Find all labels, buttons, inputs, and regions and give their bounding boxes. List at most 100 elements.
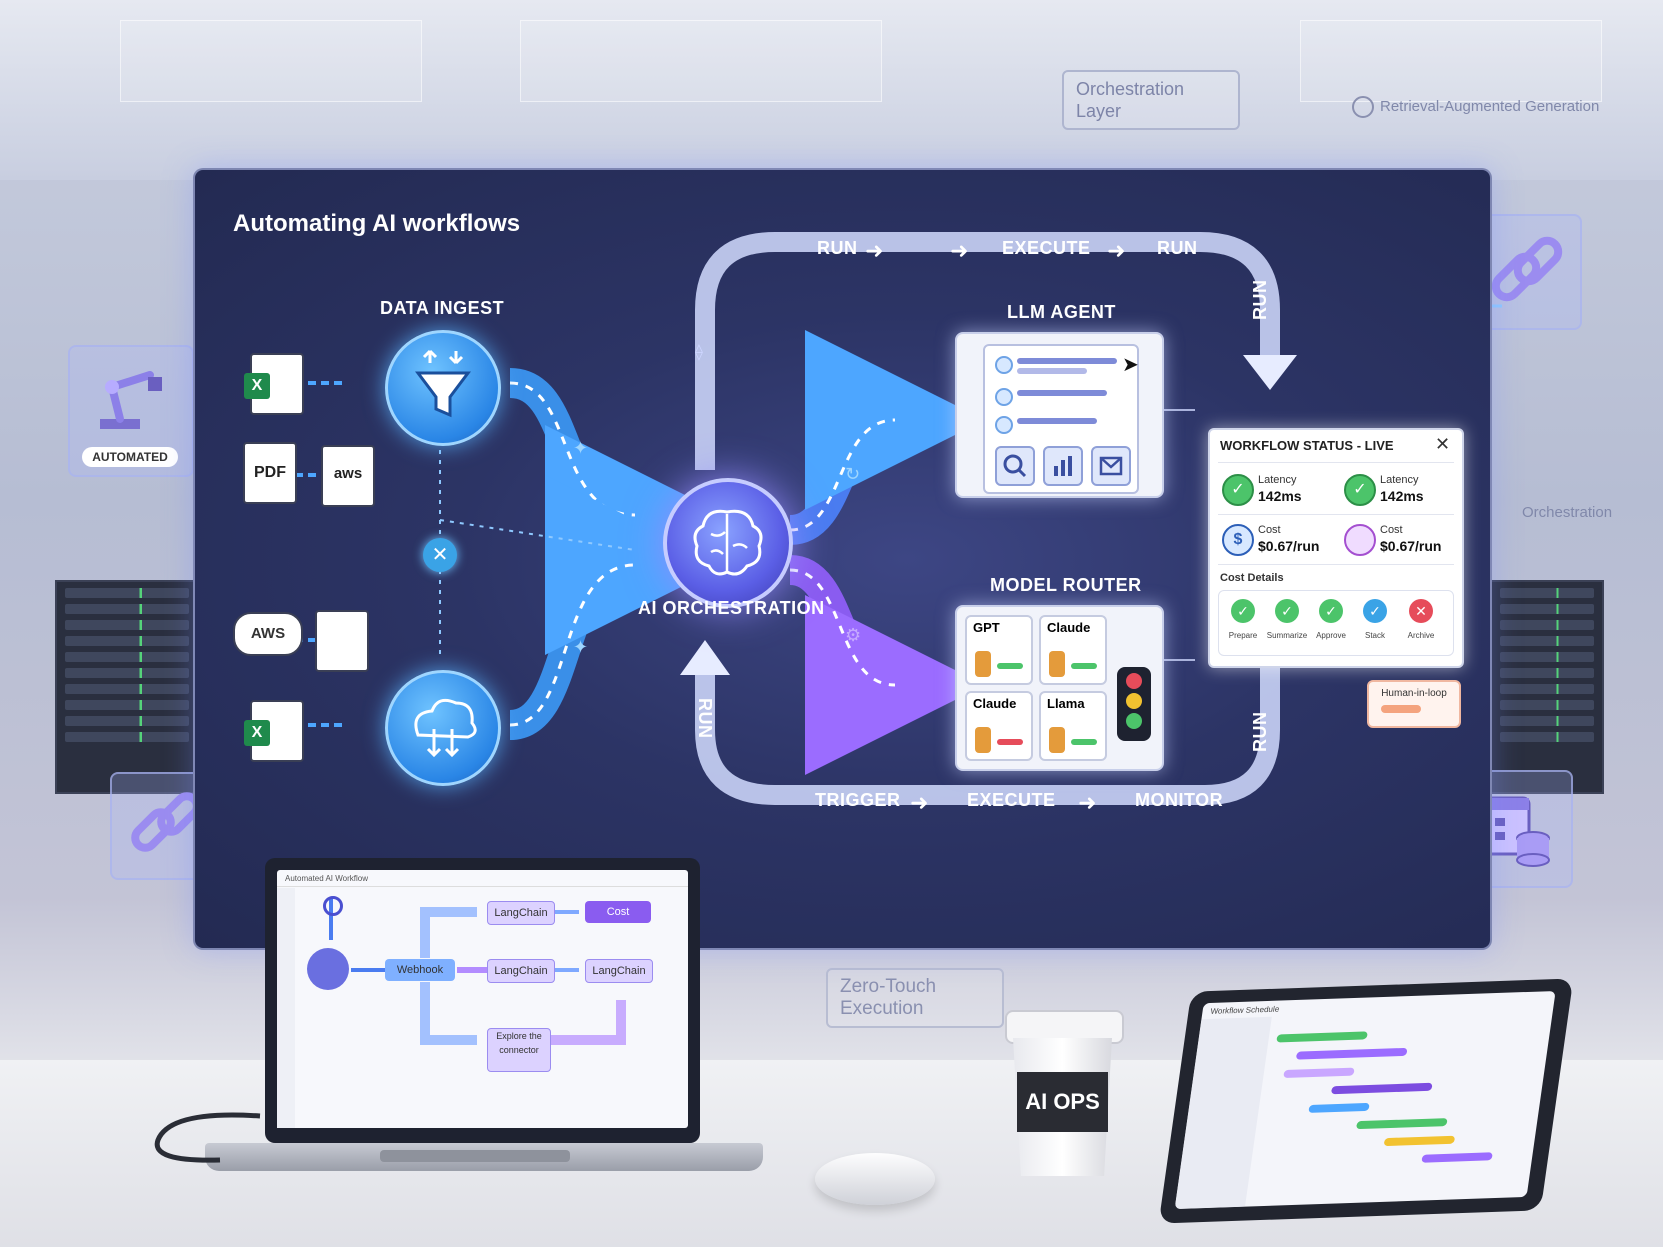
server-rack xyxy=(55,580,199,794)
step-check-icon: ✓ xyxy=(1363,599,1387,623)
server-rack xyxy=(1490,580,1604,794)
cloud-node xyxy=(385,670,501,786)
automated-badge: AUTOMATED xyxy=(82,447,178,467)
metric-value: $0.67/run xyxy=(1258,538,1320,554)
antenna-icon: ⟠ xyxy=(695,344,703,361)
orchestration-layer-label: Orchestration Layer xyxy=(1062,70,1240,130)
human-in-loop-chip[interactable]: Human-in-loop xyxy=(1367,680,1461,728)
llm-agent-window xyxy=(983,344,1139,494)
gantt-bar xyxy=(1308,1102,1370,1113)
step-x-icon: ✕ xyxy=(1409,599,1433,623)
llm-agent-panel: ➤ xyxy=(955,332,1164,498)
cup-label: AI OPS xyxy=(1017,1072,1108,1132)
search-icon[interactable] xyxy=(995,446,1035,486)
metric-label: Cost xyxy=(1258,524,1281,536)
step-label: Summarize xyxy=(1266,631,1308,640)
radio-dot xyxy=(995,416,1013,434)
loop-execute-bottom: EXECUTE xyxy=(967,790,1056,810)
rag-label: Retrieval-Augmented Generation xyxy=(1352,96,1612,118)
excel-badge: X xyxy=(244,373,270,399)
metric-value: 142ms xyxy=(1380,488,1424,504)
flow-box[interactable]: LangChain xyxy=(487,901,555,925)
step-label: Prepare xyxy=(1228,631,1258,640)
rag-icon xyxy=(1352,96,1374,118)
model-card[interactable]: Claude xyxy=(965,691,1033,761)
brain-node-icon xyxy=(307,948,349,990)
text-line xyxy=(1017,358,1117,364)
llama-icon xyxy=(1049,651,1065,677)
board-title: Automating AI workflows xyxy=(233,210,521,237)
mini-flow-lines xyxy=(329,898,626,1045)
llm-agent-label: LLM AGENT xyxy=(1007,302,1116,322)
flow-box[interactable]: Explore the connector xyxy=(487,1028,551,1072)
gantt-bar xyxy=(1421,1152,1493,1163)
flow-box[interactable]: LangChain xyxy=(585,959,653,983)
refresh-icon: ↻ xyxy=(845,464,861,484)
loop-execute: EXECUTE xyxy=(1002,238,1091,258)
filter-node xyxy=(385,330,501,446)
flow-box[interactable]: Webhook xyxy=(385,959,455,981)
metric-label: Latency xyxy=(1380,474,1419,486)
ceiling-panel xyxy=(520,20,882,102)
loop-run-left: RUN xyxy=(695,698,715,739)
cloud-download-icon xyxy=(414,698,477,758)
loop-run-1: RUN xyxy=(817,238,858,258)
brain-icon xyxy=(693,509,763,576)
aws-cloud-icon: AWS xyxy=(233,612,303,656)
close-icon[interactable]: ✕ xyxy=(1435,434,1451,454)
llama-icon xyxy=(975,651,991,677)
zero-touch-label: Zero-Touch Execution xyxy=(826,968,1004,1028)
gantt-bar xyxy=(1383,1135,1456,1147)
metric-value: 142ms xyxy=(1258,488,1302,504)
orchestration-right-label: Orchestration xyxy=(1522,504,1613,521)
section-label: Cost Details xyxy=(1220,572,1284,584)
aws-file-icon: aws xyxy=(321,445,375,507)
pdf-file-icon: PDF xyxy=(243,442,297,504)
traffic-light-icon xyxy=(1117,667,1151,741)
model-router-label: MODEL ROUTER xyxy=(990,575,1142,595)
funnel-icon xyxy=(415,349,471,418)
model-card[interactable]: GPT xyxy=(965,615,1033,685)
coffee-cup: AI OPS xyxy=(1005,1010,1124,1178)
step-label: Archive xyxy=(1407,631,1435,640)
gear-icon: ⚙ xyxy=(845,625,862,645)
tablet-title: Workflow Schedule xyxy=(1209,1004,1280,1016)
llama-icon xyxy=(975,727,991,753)
automated-widget: AUTOMATED xyxy=(68,345,194,477)
window-title: Automated AI Workflow xyxy=(285,874,368,883)
status-title: WORKFLOW STATUS - LIVE xyxy=(1220,438,1394,453)
human-chip-label: Human-in-loop xyxy=(1381,688,1447,699)
model-card[interactable]: Claude xyxy=(1039,615,1107,685)
sparkle-icon: ✦ xyxy=(573,438,589,458)
divider xyxy=(1218,564,1454,565)
model-card[interactable]: Llama xyxy=(1039,691,1107,761)
tablet: Workflow Schedule xyxy=(1158,978,1574,1224)
keyboard xyxy=(380,1150,570,1162)
metric-value: $0.67/run xyxy=(1380,538,1442,554)
gantt-bar xyxy=(1283,1067,1355,1079)
radio-dot xyxy=(995,356,1013,374)
status-bar xyxy=(997,663,1023,669)
loop-run-right-bottom: RUN xyxy=(1250,711,1270,753)
chart-icon[interactable] xyxy=(1043,446,1083,486)
step-label: Stack xyxy=(1364,631,1385,640)
arrow-right-icon: ➜ xyxy=(950,238,969,263)
step-label: Approve xyxy=(1316,631,1346,640)
dollar-icon: $ xyxy=(1222,524,1254,556)
status-bar xyxy=(1071,739,1097,745)
laptop-screen: Automated AI Workflow Webhook LangChain … xyxy=(277,870,688,1128)
data-ingest-label: DATA INGEST xyxy=(380,298,505,318)
ceiling-panel xyxy=(120,20,422,102)
model-name: Claude xyxy=(1047,620,1091,635)
mail-icon[interactable] xyxy=(1091,446,1131,486)
flow-box[interactable]: Cost xyxy=(585,901,651,923)
close-node-icon: ✕ xyxy=(423,538,457,572)
arrow-right-icon: ➜ xyxy=(865,238,884,263)
step-check-icon: ✓ xyxy=(1231,599,1255,623)
tablet-sidebar xyxy=(1174,1016,1272,1210)
flow-box[interactable]: LangChain xyxy=(487,959,555,983)
text-line xyxy=(1017,390,1107,396)
tablet-screen: Workflow Schedule xyxy=(1174,990,1556,1210)
text-line xyxy=(1017,418,1097,424)
chip-bar xyxy=(1381,705,1421,713)
